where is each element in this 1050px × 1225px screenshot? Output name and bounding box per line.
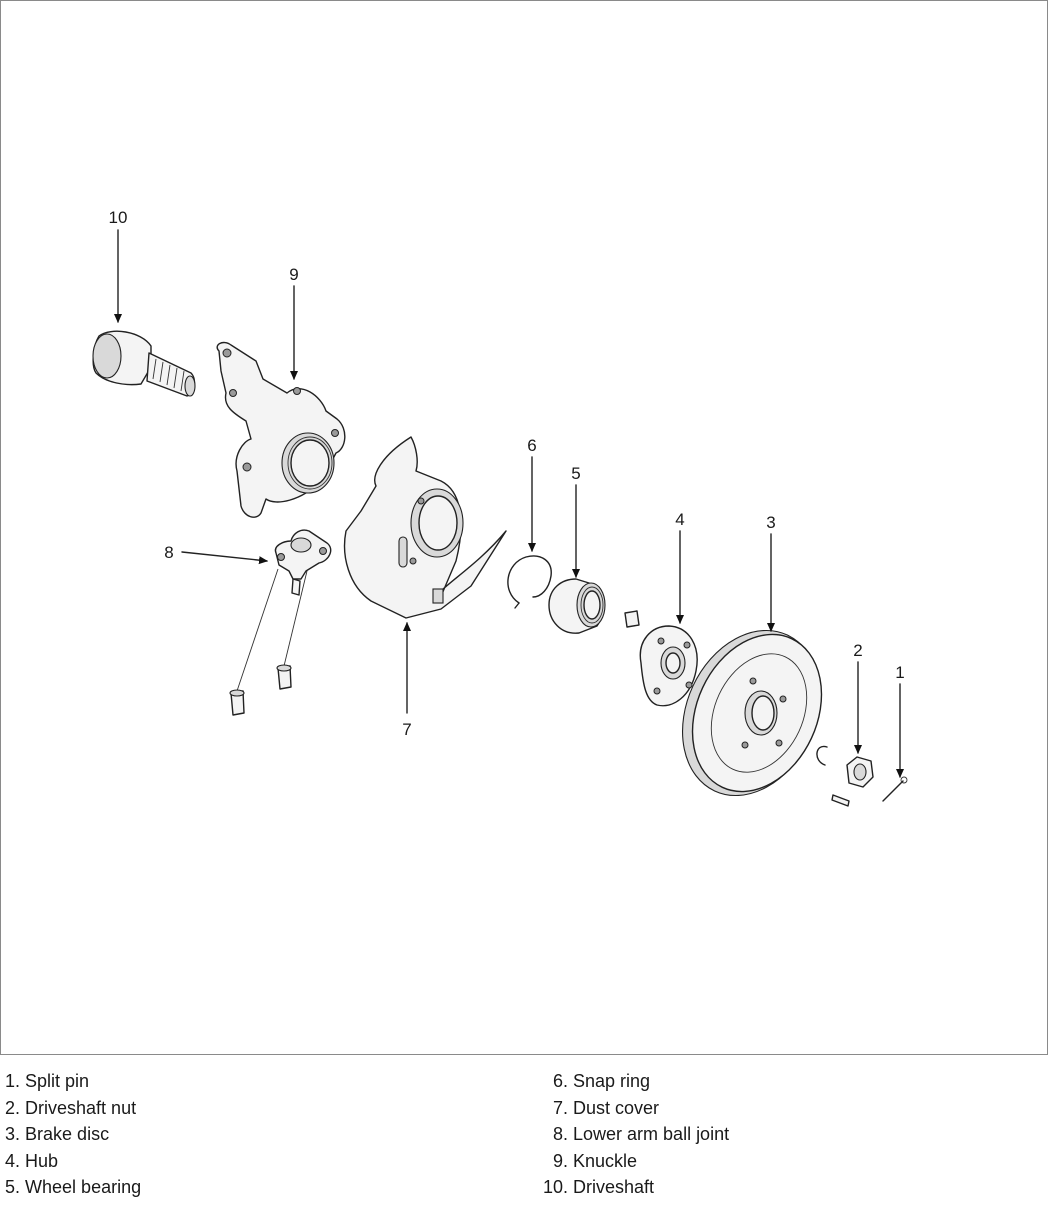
legend-item-number: 5. [5,1177,21,1198]
split-pin-part [882,776,908,802]
legend-item: 8. Lower arm ball joint [536,1121,729,1148]
legend-item-number: 9. [552,1150,568,1171]
legend-item-label: Snap ring [573,1071,651,1091]
legend-item-number: 3. [5,1124,21,1145]
legend-item-label: Brake disc [25,1124,110,1145]
legend-item-number: 4. [5,1150,21,1171]
callout-arrows [114,229,904,778]
callout-3: 3 [766,513,775,532]
legend-item: 7. Dust cover [536,1095,729,1122]
callout-1: 1 [895,663,904,682]
legend-item: 10. Driveshaft [536,1174,729,1201]
lower-arm-ball-joint-part [229,529,332,716]
legend-item-label: Driveshaft nut [25,1097,137,1118]
parts-legend: 1. Split pin 2. Driveshaft nut 3. Brake … [0,1068,1050,1218]
legend-item-number: 7. [552,1097,568,1118]
driveshaft-part [92,330,196,397]
callout-7: 7 [402,720,411,739]
legend-item: 2. Driveshaft nut [5,1095,141,1122]
legend-item: 9. Knuckle [536,1148,729,1175]
legend-item: 3. Brake disc [5,1121,141,1148]
legend-item-number: 8. [552,1124,568,1145]
callout-4: 4 [675,510,684,529]
hub-part [624,610,698,707]
legend-column-right: 6. Snap ring 7. Dust cover 8. Lower arm … [536,1068,729,1201]
legend-item-label: Dust cover [573,1097,660,1118]
legend-item-number: 6. [552,1071,568,1091]
legend-item-label: Driveshaft [573,1177,655,1198]
legend-item: 4. Hub [5,1148,141,1175]
legend-item: 6. Snap ring [536,1068,729,1095]
callout-8: 8 [164,543,173,562]
knuckle-part [216,341,346,518]
legend-item-label: Knuckle [573,1150,638,1171]
legend-item-number: 10. [542,1177,568,1198]
callout-10: 10 [109,208,128,227]
brake-disc-part [682,629,823,797]
legend-item-label: Lower arm ball joint [573,1124,730,1145]
driveshaft-nut-part [816,745,874,807]
legend-item: 1. Split pin [5,1068,141,1095]
exploded-view-diagram: 10 9 8 7 6 5 4 3 2 1 [92,208,908,807]
dust-cover-part [343,436,507,619]
legend-item-label: Hub [25,1150,59,1171]
legend-item-label: Split pin [25,1071,90,1091]
callout-2: 2 [853,641,862,660]
legend-column-left: 1. Split pin 2. Driveshaft nut 3. Brake … [5,1068,141,1201]
callout-9: 9 [289,265,298,284]
callout-5: 5 [571,464,580,483]
legend-item-label: Wheel bearing [25,1177,142,1198]
legend-item-number: 2. [5,1097,21,1118]
wheel-bearing-part [548,578,606,634]
snap-ring-part [507,555,552,609]
figure-frame: 10 9 8 7 6 5 4 3 2 1 [0,0,1048,1055]
callout-6: 6 [527,436,536,455]
legend-item-number: 1. [5,1071,21,1091]
legend-item: 5. Wheel bearing [5,1174,141,1201]
